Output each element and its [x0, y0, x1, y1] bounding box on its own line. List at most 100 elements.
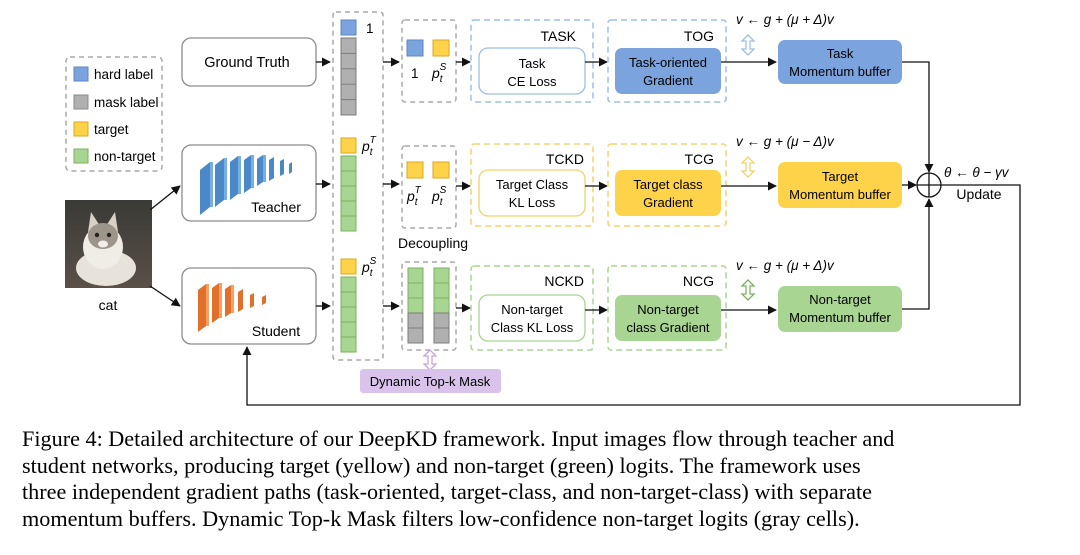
- update-formula: θ ← θ − γv: [944, 165, 1010, 180]
- task-buffer-line1: Task: [827, 46, 854, 61]
- task-pair-right-label: ptS: [431, 62, 447, 85]
- input-to-student-arrow: [149, 285, 181, 307]
- ncg-line1: Non-target: [637, 302, 699, 317]
- legend-non-target: non-target: [94, 149, 156, 164]
- legend: hard label mask label target non-target: [65, 56, 163, 172]
- student-non-target-column: [340, 276, 357, 353]
- task-loss-line2: CE Loss: [507, 74, 557, 89]
- task-loss-module: TASK Task CE Loss: [470, 19, 594, 103]
- tckd-loss-module: TCKD Target Class KL Loss: [470, 143, 594, 227]
- task-pair-left-label: 1: [411, 66, 419, 81]
- tog-module: TOG Task-oriented Gradient: [607, 19, 727, 103]
- gt-mask-column: [340, 37, 357, 116]
- tog-box: [615, 48, 721, 94]
- task-pair-frame: [401, 19, 457, 103]
- sum-node-icon: [916, 172, 942, 198]
- ncg-line2: class Gradient: [626, 320, 709, 335]
- caption-line-4: momentum buffers. Dynamic Top-k Mask fil…: [22, 505, 860, 531]
- task-buffer-box: [778, 40, 902, 84]
- legend-target-swatch: [73, 121, 89, 137]
- caption-line-3: three independent gradient paths (task-o…: [22, 479, 872, 504]
- legend-frame: [65, 56, 163, 172]
- task-loss-line1: Task: [519, 56, 546, 71]
- decoupling-label: Decoupling: [398, 235, 468, 251]
- tog-frame: [607, 19, 727, 103]
- nckd-teacher-column: [407, 267, 424, 344]
- tcg-module: TCG Target class Gradient: [607, 143, 727, 227]
- dynamic-mask-box: [360, 369, 501, 393]
- non-target-buffer-to-sum-arrow: [902, 198, 934, 310]
- teacher-non-target-column: [340, 155, 357, 232]
- task-pair-target-cell: [432, 39, 450, 57]
- nckd-pair-frame: [401, 261, 457, 351]
- tog-tag: TOG: [684, 28, 714, 44]
- tcg-line2: Gradient: [643, 195, 693, 210]
- target-buffer-line2: Momentum buffer: [789, 187, 891, 202]
- caption-line-1: Figure 4: Detailed architecture of our D…: [22, 426, 895, 451]
- deepkd-architecture-diagram: hard label mask label target non-target …: [65, 11, 1021, 406]
- gt-hard-label-cell: [340, 19, 357, 36]
- legend-hard-label: hard label: [94, 67, 153, 82]
- input-label: cat: [99, 297, 118, 313]
- nckd-loss-line1: Non-target: [501, 302, 563, 317]
- teacher-network-icon: [200, 155, 292, 215]
- non-target-buffer-box: [778, 286, 902, 332]
- task-double-arrow-icon: [740, 34, 756, 56]
- target-buffer-line1: Target: [822, 169, 859, 184]
- tckd-loss-line2: KL Loss: [509, 195, 556, 210]
- task-formula: v ← g + (μ + Δ)v: [736, 12, 835, 27]
- update-feedback-arrow: [242, 184, 1021, 406]
- tcg-line1: Target class: [633, 177, 703, 192]
- input-to-teacher-arrow: [149, 185, 181, 211]
- dynamic-mask-double-arrow-icon: [422, 349, 438, 371]
- tckd-loss-tag: TCKD: [546, 151, 584, 167]
- tckd-pair-frame: [401, 145, 457, 229]
- nckd-loss-box: [478, 294, 586, 342]
- ncg-box: [615, 295, 721, 341]
- legend-non-target-swatch: [73, 148, 89, 164]
- non-target-buffer-line1: Non-target: [809, 292, 871, 307]
- task-pair-hard-label-cell: [406, 39, 424, 57]
- ncg-tag: NCG: [683, 273, 714, 289]
- target-double-arrow-icon: [740, 156, 756, 178]
- task-buffer-to-sum-arrow: [902, 61, 934, 173]
- ncg-frame: [607, 265, 727, 351]
- figure-caption: Figure 4: Detailed architecture of our D…: [22, 426, 1062, 532]
- non-target-buffer-line2: Momentum buffer: [789, 310, 891, 325]
- tckd-pair-student-cell: [432, 161, 450, 179]
- tckd-loss-box: [478, 169, 586, 217]
- legend-mask-label: mask label: [94, 95, 159, 110]
- logits-column-frame: [332, 11, 384, 361]
- non-target-formula: v ← g + (μ + Δ)v: [736, 258, 835, 273]
- tog-line2: Gradient: [643, 73, 693, 88]
- gt-top-label: 1: [366, 21, 374, 36]
- caption-line-2: student networks, producing target (yell…: [22, 452, 861, 478]
- target-buffer-box: [778, 162, 902, 208]
- update-label: Update: [956, 186, 1001, 202]
- tckd-loss-line1: Target Class: [496, 177, 569, 192]
- student-label: Student: [252, 323, 300, 339]
- target-formula: v ← g + (μ − Δ)v: [736, 134, 835, 149]
- non-target-double-arrow-icon: [740, 279, 756, 301]
- tcg-frame: [607, 143, 727, 227]
- dynamic-mask-label: Dynamic Top-k Mask: [370, 374, 491, 389]
- tckd-pair-right-label: ptS: [431, 185, 447, 208]
- task-loss-tag: TASK: [540, 28, 576, 44]
- tcg-box: [615, 170, 721, 216]
- teacher-top-label: ptT: [361, 135, 377, 158]
- teacher-label: Teacher: [251, 199, 301, 215]
- task-buffer-line2: Momentum buffer: [789, 64, 891, 79]
- teacher-target-cell: [340, 137, 357, 154]
- tcg-tag: TCG: [684, 151, 714, 167]
- tog-line1: Task-oriented: [629, 55, 707, 70]
- nckd-loss-frame: [470, 265, 594, 351]
- nckd-loss-module: NCKD Non-target Class KL Loss: [470, 265, 594, 351]
- legend-target: target: [94, 122, 129, 137]
- nckd-loss-line2: Class KL Loss: [491, 320, 574, 335]
- nckd-student-column: [433, 267, 450, 344]
- student-target-cell: [340, 258, 357, 275]
- legend-hard-label-swatch: [73, 66, 89, 82]
- task-loss-box: [478, 47, 586, 95]
- tckd-pair-teacher-cell: [406, 161, 424, 179]
- legend-mask-label-swatch: [73, 94, 89, 110]
